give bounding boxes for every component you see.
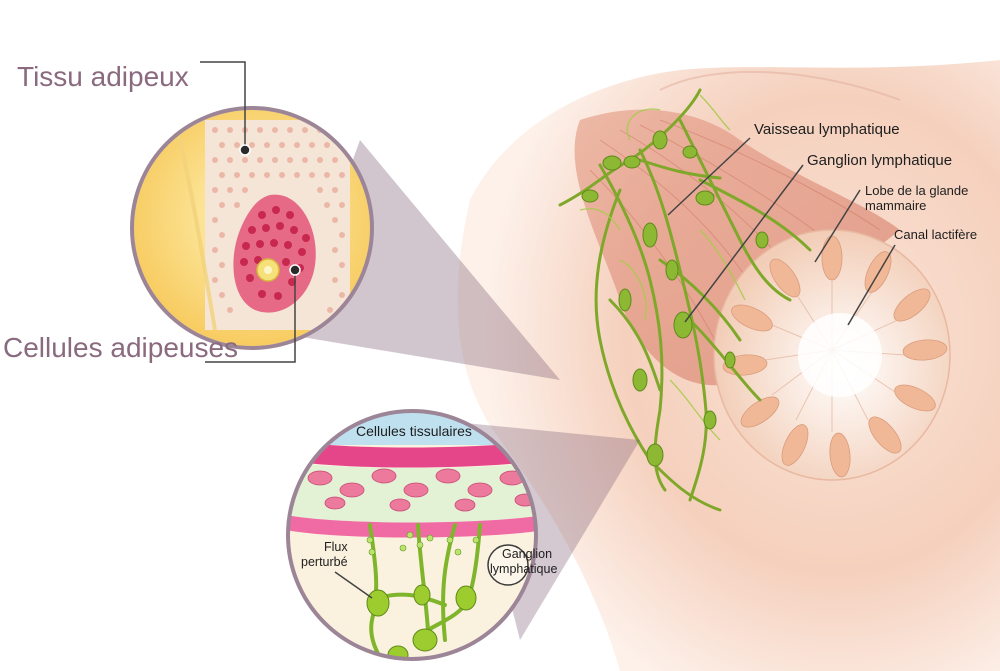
- mammary-gland: [713, 229, 951, 481]
- adipose-tissue-inset: [130, 106, 374, 350]
- tissue-cells-label: Cellules tissulaires: [356, 423, 472, 439]
- disturbed-flow-label-line2: perturbé: [301, 555, 348, 569]
- inset-lymph-node-label-line2: lymphatique: [490, 562, 557, 576]
- milk-duct-label: Canal lactifère: [894, 227, 977, 242]
- leader-lines: [200, 61, 896, 599]
- leader-dots: [239, 144, 301, 276]
- adipose-cells-label: Cellules adipeuses: [3, 332, 238, 363]
- lymph-vessel-label: Vaisseau lymphatique: [754, 121, 900, 138]
- adipose-tissue-label: Tissu adipeux: [17, 61, 189, 92]
- lymph-node-label: Ganglion lymphatique: [807, 152, 952, 169]
- gland-lobe-label-line1: Lobe de la glande: [865, 183, 968, 198]
- lymph-flow-inset: [286, 409, 538, 661]
- gland-lobe-label-line2: mammaire: [865, 198, 926, 213]
- inset-lymph-node-label-line1: Ganglion: [502, 547, 552, 561]
- disturbed-flow-label-line1: Flux: [324, 540, 348, 554]
- lymphatic-network: [558, 88, 812, 512]
